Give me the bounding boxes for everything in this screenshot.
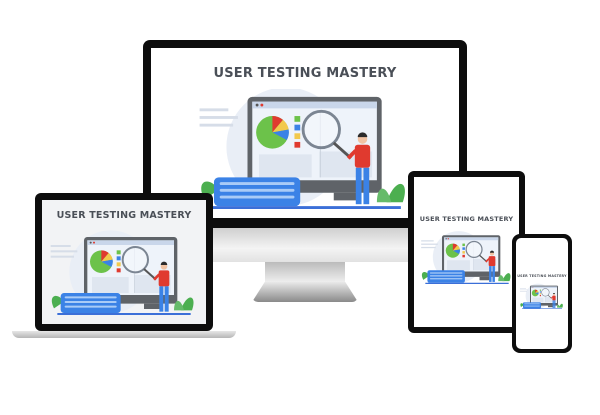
- monitor-screen: USER TESTING MASTERY: [151, 48, 459, 218]
- phone-screen-title: USER TESTING MASTERY: [517, 274, 567, 278]
- user-testing-illustration: [44, 229, 204, 321]
- tablet-screen: USER TESTING MASTERY: [414, 177, 519, 327]
- user-testing-illustration: [518, 283, 566, 311]
- user-testing-illustration: [417, 231, 517, 287]
- laptop-base: [12, 331, 236, 338]
- monitor-screen-title: USER TESTING MASTERY: [213, 66, 397, 81]
- monitor-stand-base: [252, 282, 358, 302]
- laptop-screen: USER TESTING MASTERY: [42, 200, 206, 324]
- laptop-screen-title: USER TESTING MASTERY: [56, 210, 192, 221]
- monitor-stand-neck: [265, 262, 345, 282]
- phone-screen: USER TESTING MASTERY: [516, 238, 568, 349]
- user-testing-illustration: [190, 89, 420, 214]
- tablet-screen-title: USER TESTING MASTERY: [419, 215, 514, 223]
